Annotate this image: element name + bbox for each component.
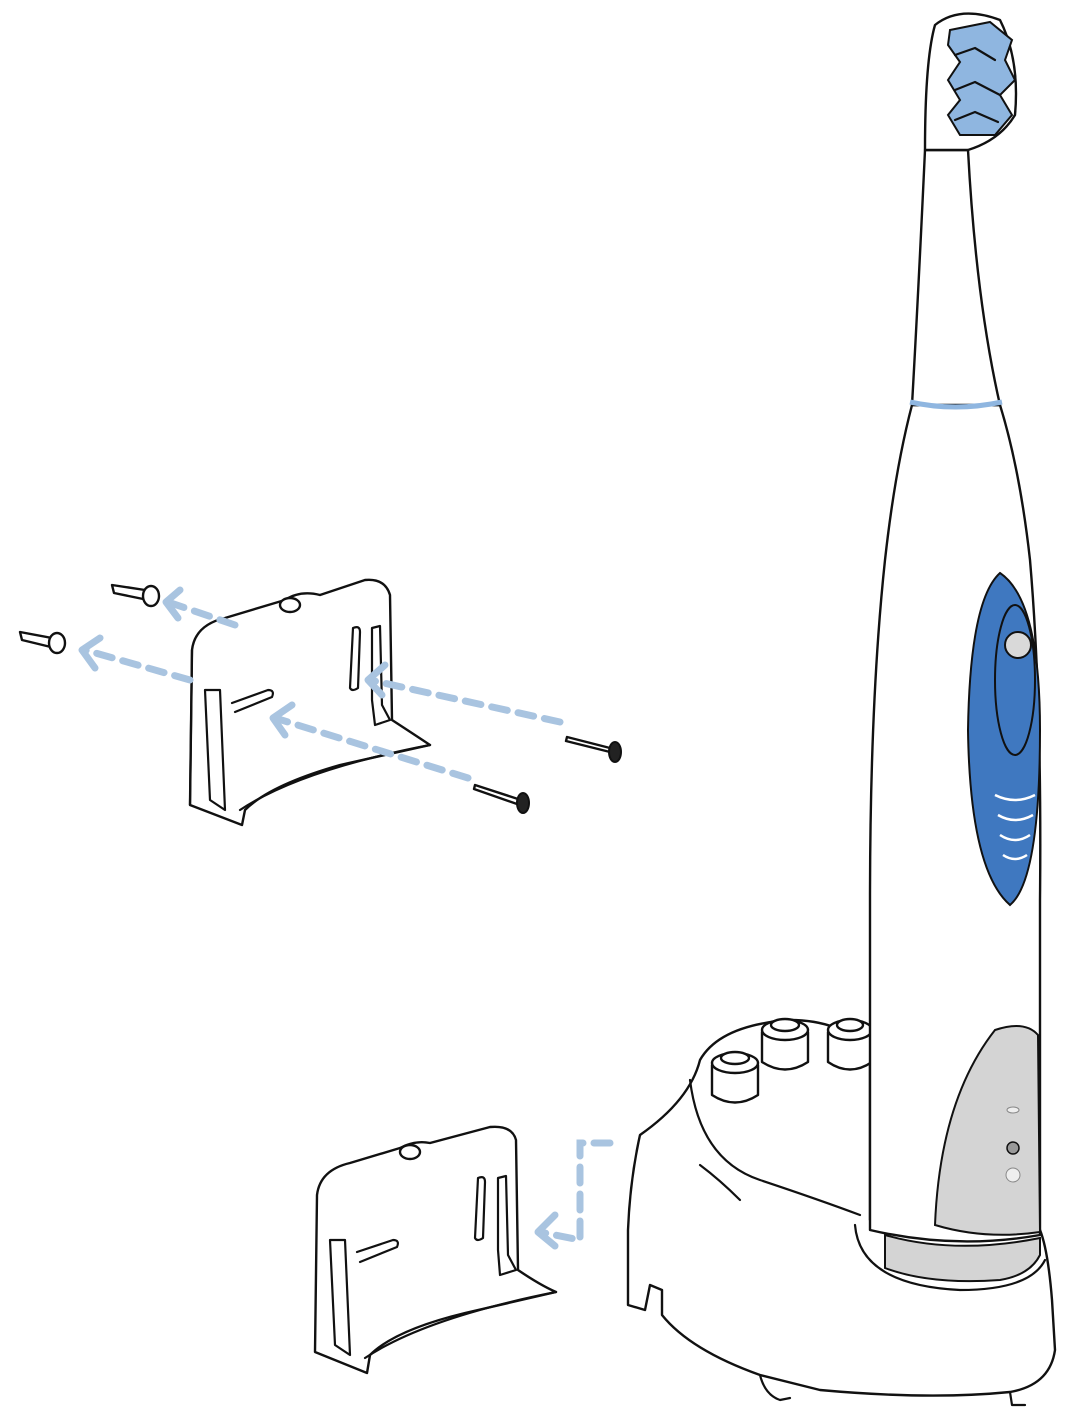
arrow-screw-1: [366, 676, 564, 726]
toothbrush: [868, 12, 1042, 1283]
base-collar: [884, 1233, 1041, 1283]
screw-2: [472, 783, 530, 814]
wall-plug-1: [18, 630, 67, 655]
charge-indicator-lights: [1005, 1106, 1021, 1183]
arrow-plug-2: [164, 598, 239, 629]
charging-base: [626, 1017, 1057, 1407]
base-peg-3: [826, 1017, 874, 1071]
neck-ring: [909, 399, 1003, 410]
toothbrush-neck: [910, 148, 1002, 407]
wall-bracket: [188, 578, 432, 827]
power-button: [1004, 631, 1032, 659]
arrow-plug-1: [81, 646, 194, 684]
arrow-screw-2: [271, 714, 472, 782]
grip-ridges: [994, 793, 1036, 861]
base-peg-2: [760, 1017, 810, 1071]
bristles: [946, 20, 1017, 136]
handle-grip-panel: [933, 1025, 1042, 1236]
wall-bracket-lower: [313, 1125, 558, 1375]
arrows: [78, 586, 614, 1250]
arrow-base-attach: [536, 1139, 614, 1245]
base-peg-1: [710, 1050, 760, 1104]
screw-1: [564, 735, 622, 763]
wall-plug-2: [110, 583, 161, 608]
